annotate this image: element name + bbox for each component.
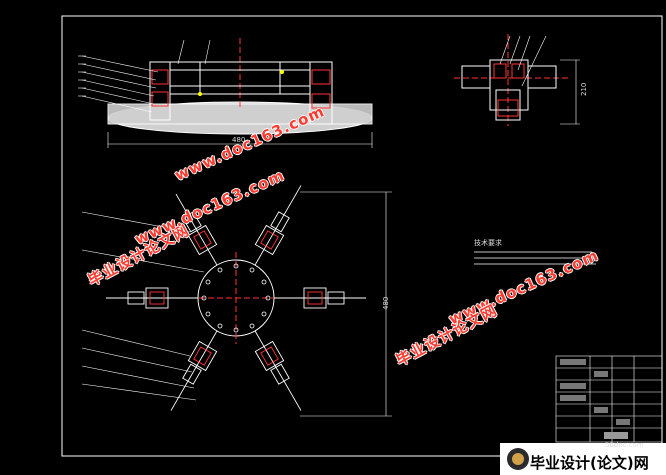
front-view-right-leg xyxy=(309,61,333,125)
side-view xyxy=(454,34,580,126)
drawing-frame xyxy=(61,15,663,457)
dim-top-width: 480 xyxy=(232,136,246,144)
front-view-left-leg xyxy=(149,61,171,121)
corner-logo-title: 毕业设计(论文)网 xyxy=(530,454,649,472)
title-block xyxy=(555,355,663,443)
tech-requirements-label: 技术要求 xyxy=(474,239,502,247)
plan-view xyxy=(81,185,392,417)
front-view xyxy=(78,38,373,148)
dim-side-height: 210 xyxy=(580,82,588,96)
dim-plan-height: 480 xyxy=(382,296,390,310)
corner-logo-site: 56doc.com xyxy=(605,441,644,449)
tech-notes-lines xyxy=(474,251,598,265)
